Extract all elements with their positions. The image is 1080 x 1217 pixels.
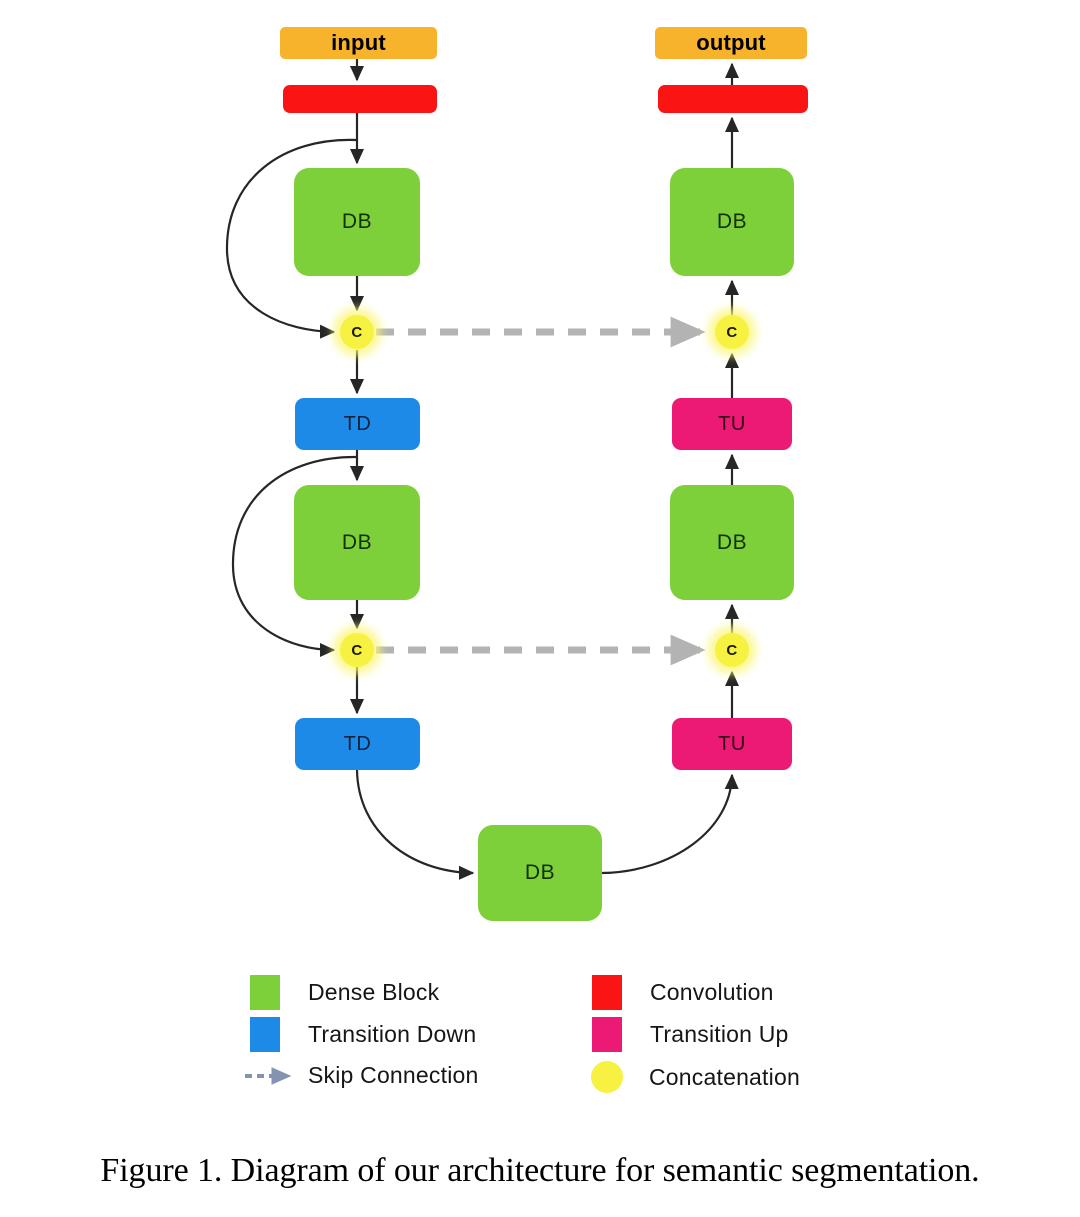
legend-label: Concatenation [649, 1063, 800, 1090]
node-input-label: input [331, 30, 386, 55]
skip-connection-arrow-icon [245, 1066, 297, 1086]
node-transition-down-2[interactable]: TD [295, 718, 420, 770]
node-label: TD [343, 412, 372, 435]
node-label: DB [341, 210, 373, 233]
legend-item-concatenation: Concatenation [591, 1061, 800, 1093]
node-label: TU [718, 412, 746, 435]
node-label: DB [716, 210, 748, 233]
legend-swatch-dense-block [250, 975, 280, 1010]
legend-swatch-concatenation [591, 1061, 623, 1093]
legend-item-skip-connection: Skip Connection [245, 1062, 479, 1089]
node-label: TD [343, 732, 372, 755]
node-convolution-input[interactable] [283, 85, 437, 113]
node-output-label: output [696, 30, 766, 55]
node-concatenation-encoder-2[interactable]: C [340, 633, 374, 667]
figure-caption: Figure 1. Diagram of our architecture fo… [100, 1152, 980, 1189]
node-convolution-output[interactable] [658, 85, 808, 113]
legend-label: Transition Up [650, 1021, 789, 1047]
legend: Dense Block Transition Down Skip Connect… [245, 975, 840, 1093]
node-label: DB [716, 530, 748, 554]
legend-label: Dense Block [308, 979, 440, 1005]
legend-label: Transition Down [308, 1021, 477, 1047]
node-label: C [726, 323, 738, 341]
node-concatenation-decoder-1[interactable]: C [715, 315, 749, 349]
legend-item-transition-up: Transition Up [592, 1017, 789, 1052]
legend-item-dense-block: Dense Block [250, 975, 439, 1010]
legend-swatch-convolution [592, 975, 622, 1010]
node-label: C [351, 323, 363, 341]
node-output[interactable]: output [655, 27, 807, 59]
node-concatenation-encoder-1[interactable]: C [340, 315, 374, 349]
node-transition-down-1[interactable]: TD [295, 398, 420, 450]
legend-item-transition-down: Transition Down [250, 1017, 476, 1052]
legend-item-convolution: Convolution [592, 975, 774, 1010]
legend-label: Convolution [650, 979, 774, 1005]
node-dense-block-decoder-2[interactable]: DB [670, 485, 794, 600]
node-dense-block-encoder-2[interactable]: DB [294, 485, 420, 600]
node-input[interactable]: input [280, 27, 437, 59]
node-label: C [351, 641, 363, 659]
node-concatenation-decoder-2[interactable]: C [715, 633, 749, 667]
node-dense-block-bottleneck[interactable]: DB [478, 825, 602, 921]
node-transition-up-1[interactable]: TU [672, 398, 792, 450]
node-label: TU [718, 732, 746, 755]
legend-swatch-transition-up [592, 1017, 622, 1052]
legend-label: Skip Connection [308, 1062, 479, 1088]
node-label: DB [341, 530, 373, 554]
node-label: C [726, 641, 738, 659]
edge-bottleneck-to-tu2 [601, 773, 739, 875]
node-label: DB [524, 861, 556, 884]
edge-td2-to-bottleneck [355, 769, 475, 880]
node-transition-up-2[interactable]: TU [672, 718, 792, 770]
legend-swatch-transition-down [250, 1017, 280, 1052]
node-dense-block-encoder-1[interactable]: DB [294, 168, 420, 276]
node-dense-block-decoder-1[interactable]: DB [670, 168, 794, 276]
